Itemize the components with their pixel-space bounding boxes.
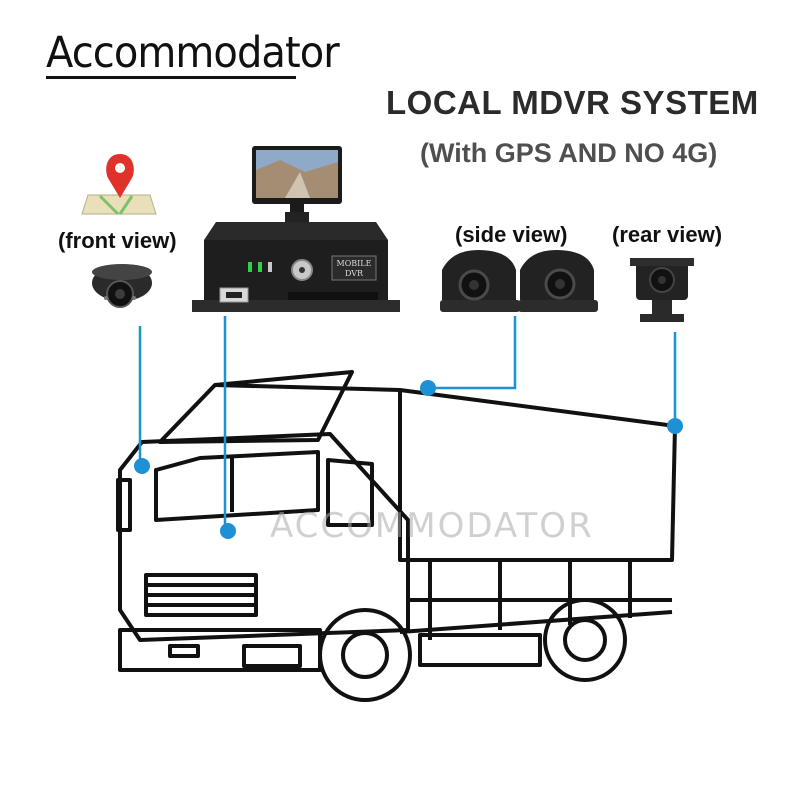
dvr-label-line1: MOBILE	[337, 259, 372, 268]
monitor-icon	[252, 146, 342, 236]
rear-view-label: (rear view)	[612, 222, 723, 247]
dvr-mount-point	[220, 523, 236, 539]
side-camera-icon	[518, 250, 598, 312]
map-pin-icon	[81, 154, 157, 216]
watermark: ACCOMMODATOR	[270, 506, 594, 546]
brand-logo: Accommodator	[46, 28, 340, 78]
dvr-label-line2: DVR	[345, 269, 364, 278]
dvr-unit-icon: MOBILE DVR	[192, 222, 400, 312]
truck-outline	[116, 370, 677, 702]
front-view-label: (front view)	[58, 228, 177, 253]
brand-underline	[46, 76, 296, 79]
connector-lines	[138, 316, 677, 530]
side-camera-icon	[440, 250, 520, 312]
front-camera-mount-point	[134, 458, 150, 474]
page-subtitle: (With GPS AND NO 4G)	[420, 138, 718, 168]
rear-camera-icon	[630, 258, 694, 322]
dome-camera-icon	[92, 264, 152, 308]
rear-camera-mount-point	[667, 418, 683, 434]
side-camera-mount-point	[420, 380, 436, 396]
side-view-label: (side view)	[455, 222, 568, 247]
page-title: LOCAL MDVR SYSTEM	[386, 84, 759, 121]
